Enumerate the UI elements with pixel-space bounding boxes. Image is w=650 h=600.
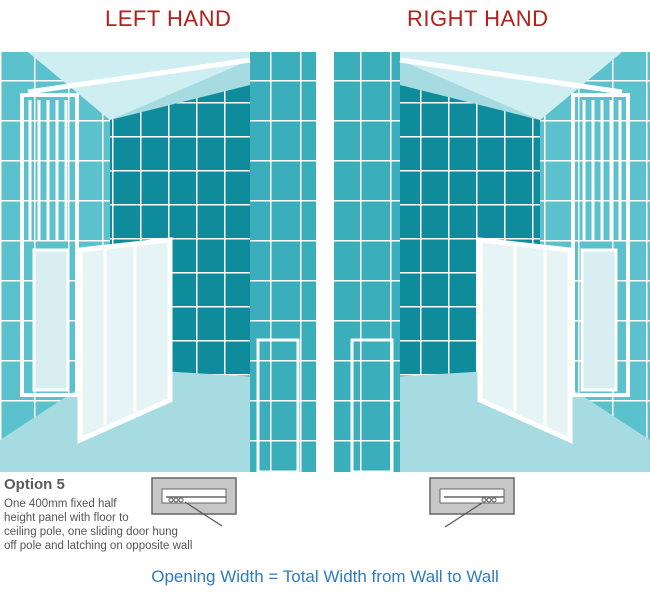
left-plan-diagram: [151, 477, 237, 527]
right-hand-illustration: [334, 52, 650, 474]
right-ceiling-pole: [399, 57, 623, 95]
opening-width-note: Opening Width = Total Width from Wall to…: [151, 567, 499, 586]
left-hand-heading: LEFT HAND: [105, 6, 232, 31]
panel-divider: [316, 52, 334, 472]
right-fixed-panel: [571, 93, 630, 397]
left-ceiling-pole: [27, 57, 251, 95]
left-fixed-panel: [20, 93, 79, 397]
right-wall-pillar: [350, 338, 394, 474]
left-sliding-door: [77, 237, 173, 444]
left-wall-pillar: [256, 338, 300, 474]
option-title: Option 5: [4, 476, 65, 493]
option-description-line: ceiling pole, one sliding door hung: [4, 526, 178, 538]
option-description-line: height panel with floor to: [4, 512, 129, 524]
option-description-line: off pole and latching on opposite wall: [4, 540, 193, 552]
option-description-line: One 400mm fixed half: [4, 498, 117, 510]
right-sliding-door: [477, 237, 573, 444]
right-hand-heading: RIGHT HAND: [407, 6, 549, 31]
left-hand-illustration: [0, 52, 316, 474]
right-plan-diagram: [429, 477, 515, 528]
option-description: One 400mm fixed half height panel with f…: [4, 497, 234, 553]
